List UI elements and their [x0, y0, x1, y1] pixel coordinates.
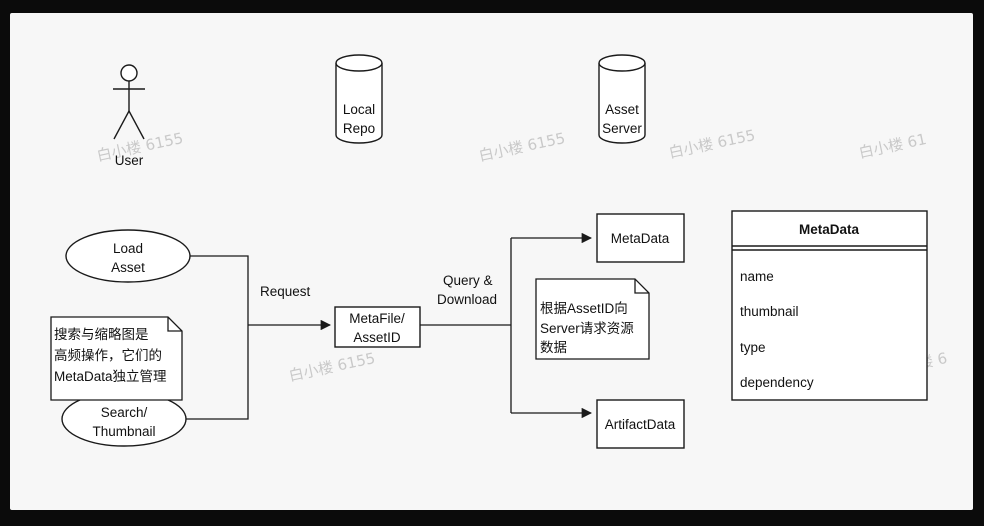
note-shape	[535, 278, 650, 360]
search-connector	[185, 325, 249, 420]
class-title: MetaData	[799, 222, 860, 237]
left-note-line1: 搜索与缩略图是	[54, 327, 149, 342]
asset-server-database	[598, 54, 646, 144]
cylinder-top	[598, 54, 646, 72]
flow-diagram: 白小楼 6155 白小楼 6155 白小楼 6155 白小楼 61 白小楼 61…	[50, 54, 949, 449]
asset-server-label-line2: Server	[602, 121, 642, 136]
cylinder-top	[335, 54, 383, 72]
artifactdata-box	[596, 399, 685, 449]
metadata-class-box: MetaData name thumbnail type dependency	[731, 210, 928, 401]
load-asset-usecase	[65, 229, 191, 283]
right-note-line2: Server请求资源	[540, 321, 634, 336]
metadata-box	[596, 213, 685, 263]
watermark-text: 白小楼 61	[857, 130, 928, 162]
user-actor	[113, 64, 145, 140]
local-repo-label-line1: Local	[343, 102, 375, 117]
actor-left-leg	[113, 110, 130, 140]
load-asset-label-line1: Load	[113, 241, 143, 256]
class-box-frame	[731, 210, 928, 401]
cylinder-body	[598, 63, 646, 144]
note-fold	[634, 279, 649, 294]
metafile-label-line1: MetaFile/	[349, 311, 405, 326]
cylinder-body	[335, 63, 383, 144]
left-note-line2: 高频操作，它们的	[54, 347, 162, 363]
metafile-label-line2: AssetID	[353, 330, 401, 345]
search-label-line1: Search/	[101, 405, 148, 420]
watermark-text: 白小楼 6155	[477, 129, 567, 165]
metafile-box	[334, 306, 421, 348]
left-note	[50, 316, 183, 401]
class-field: type	[740, 340, 766, 355]
query-edge-label-line1: Query &	[443, 273, 493, 288]
actor-head	[120, 64, 138, 82]
user-label: User	[115, 153, 144, 168]
right-note-line1: 根据AssetID向	[540, 301, 628, 316]
class-field: dependency	[740, 375, 814, 390]
class-field: name	[740, 269, 774, 284]
search-label-line2: Thumbnail	[92, 424, 155, 439]
right-note-line3: 数据	[540, 340, 567, 355]
actor-right-leg	[128, 110, 145, 140]
note-shape	[50, 316, 183, 401]
asset-server-label-line1: Asset	[605, 102, 639, 117]
connectors	[185, 232, 593, 420]
note-fold	[167, 317, 182, 332]
artifactdata-box-label: ArtifactData	[605, 417, 676, 432]
query-edge-label-line2: Download	[437, 292, 497, 307]
watermark-text: 白小楼 6155	[287, 349, 377, 385]
diagram-canvas: 白小楼 6155 白小楼 6155 白小楼 6155 白小楼 61 白小楼 61…	[10, 13, 973, 510]
load-asset-label-line2: Asset	[111, 260, 145, 275]
left-note-line3: MetaData独立管理	[54, 369, 167, 384]
class-field: thumbnail	[740, 304, 799, 319]
load-asset-connector	[185, 255, 249, 325]
right-note	[535, 278, 650, 360]
request-edge-label: Request	[260, 284, 311, 299]
local-repo-label-line2: Repo	[343, 121, 375, 136]
local-repo-database	[335, 54, 383, 144]
metadata-box-label: MetaData	[611, 231, 670, 246]
watermark-text: 白小楼 6155	[667, 126, 757, 162]
